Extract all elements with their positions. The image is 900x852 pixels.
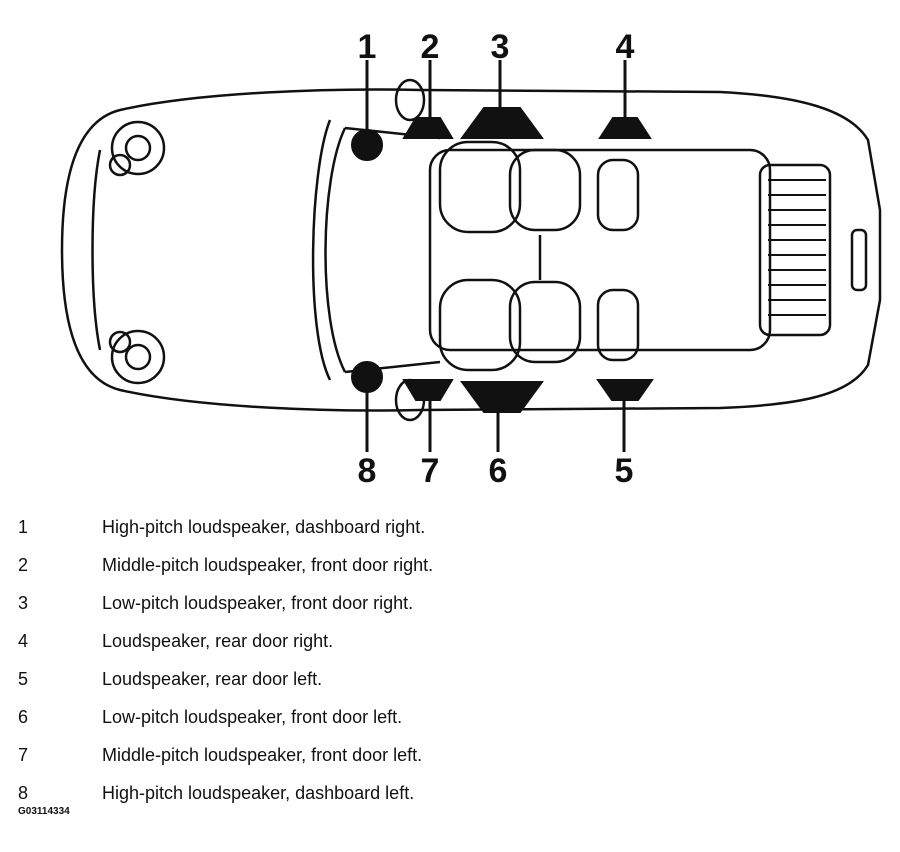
legend-number: 4 [18,630,29,651]
legend-description: Low-pitch loudspeaker, front door right. [102,592,414,613]
speaker-2-midrange [402,117,454,139]
legend-row: 6 Low-pitch loudspeaker, front door left… [18,698,878,736]
speaker-8-tweeter [351,361,383,393]
callout-number: 4 [616,28,635,66]
callout-number: 7 [421,452,440,490]
legend-number: 5 [18,668,29,689]
legend-number: 1 [18,516,29,537]
legend-number: 6 [18,706,29,727]
callout-number: 6 [489,452,508,490]
callout-number: 5 [615,452,634,490]
legend-row: 8 High-pitch loudspeaker, dashboard left… [18,774,878,812]
legend-description: Middle-pitch loudspeaker, front door rig… [102,554,434,575]
legend-row: 5 Loudspeaker, rear door left. [18,660,878,698]
callout-number: 8 [358,452,377,490]
callout-numbers: 1 2 3 4 5 6 7 8 [358,28,635,490]
legend-number: 2 [18,554,29,575]
legend-number: 8 [18,782,29,803]
legend-description: Loudspeaker, rear door left. [102,668,323,689]
figure-code: G03114334 [18,806,70,817]
legend-description: Loudspeaker, rear door right. [102,630,334,651]
legend-number: 7 [18,744,29,765]
legend-description: Middle-pitch loudspeaker, front door lef… [102,744,423,765]
speaker-5-rear [596,379,654,401]
callout-number: 3 [491,28,510,66]
legend-number: 3 [18,592,29,613]
speaker-3-woofer [460,107,544,139]
speaker-4-rear [598,117,652,139]
legend-description: High-pitch loudspeaker, dashboard right. [102,516,426,537]
legend-row: 3 Low-pitch loudspeaker, front door righ… [18,584,878,622]
legend-row: 4 Loudspeaker, rear door right. [18,622,878,660]
legend: 1 High-pitch loudspeaker, dashboard righ… [18,508,878,812]
legend-row: 1 High-pitch loudspeaker, dashboard righ… [18,508,878,546]
legend-description: High-pitch loudspeaker, dashboard left. [102,782,415,803]
vent-slats [768,179,826,316]
leader-lines [365,60,627,452]
callout-number: 2 [421,28,440,66]
legend-description: Low-pitch loudspeaker, front door left. [102,706,403,727]
speaker-7-midrange [402,379,454,401]
legend-row: 2 Middle-pitch loudspeaker, front door r… [18,546,878,584]
legend-row: 7 Middle-pitch loudspeaker, front door l… [18,736,878,774]
car-top-view-diagram: 1 2 3 4 5 6 7 8 [60,28,882,490]
callout-number: 1 [358,28,377,66]
speaker-6-woofer [460,381,544,413]
speaker-1-tweeter [351,129,383,161]
speakers [351,107,654,413]
seats [438,140,640,372]
